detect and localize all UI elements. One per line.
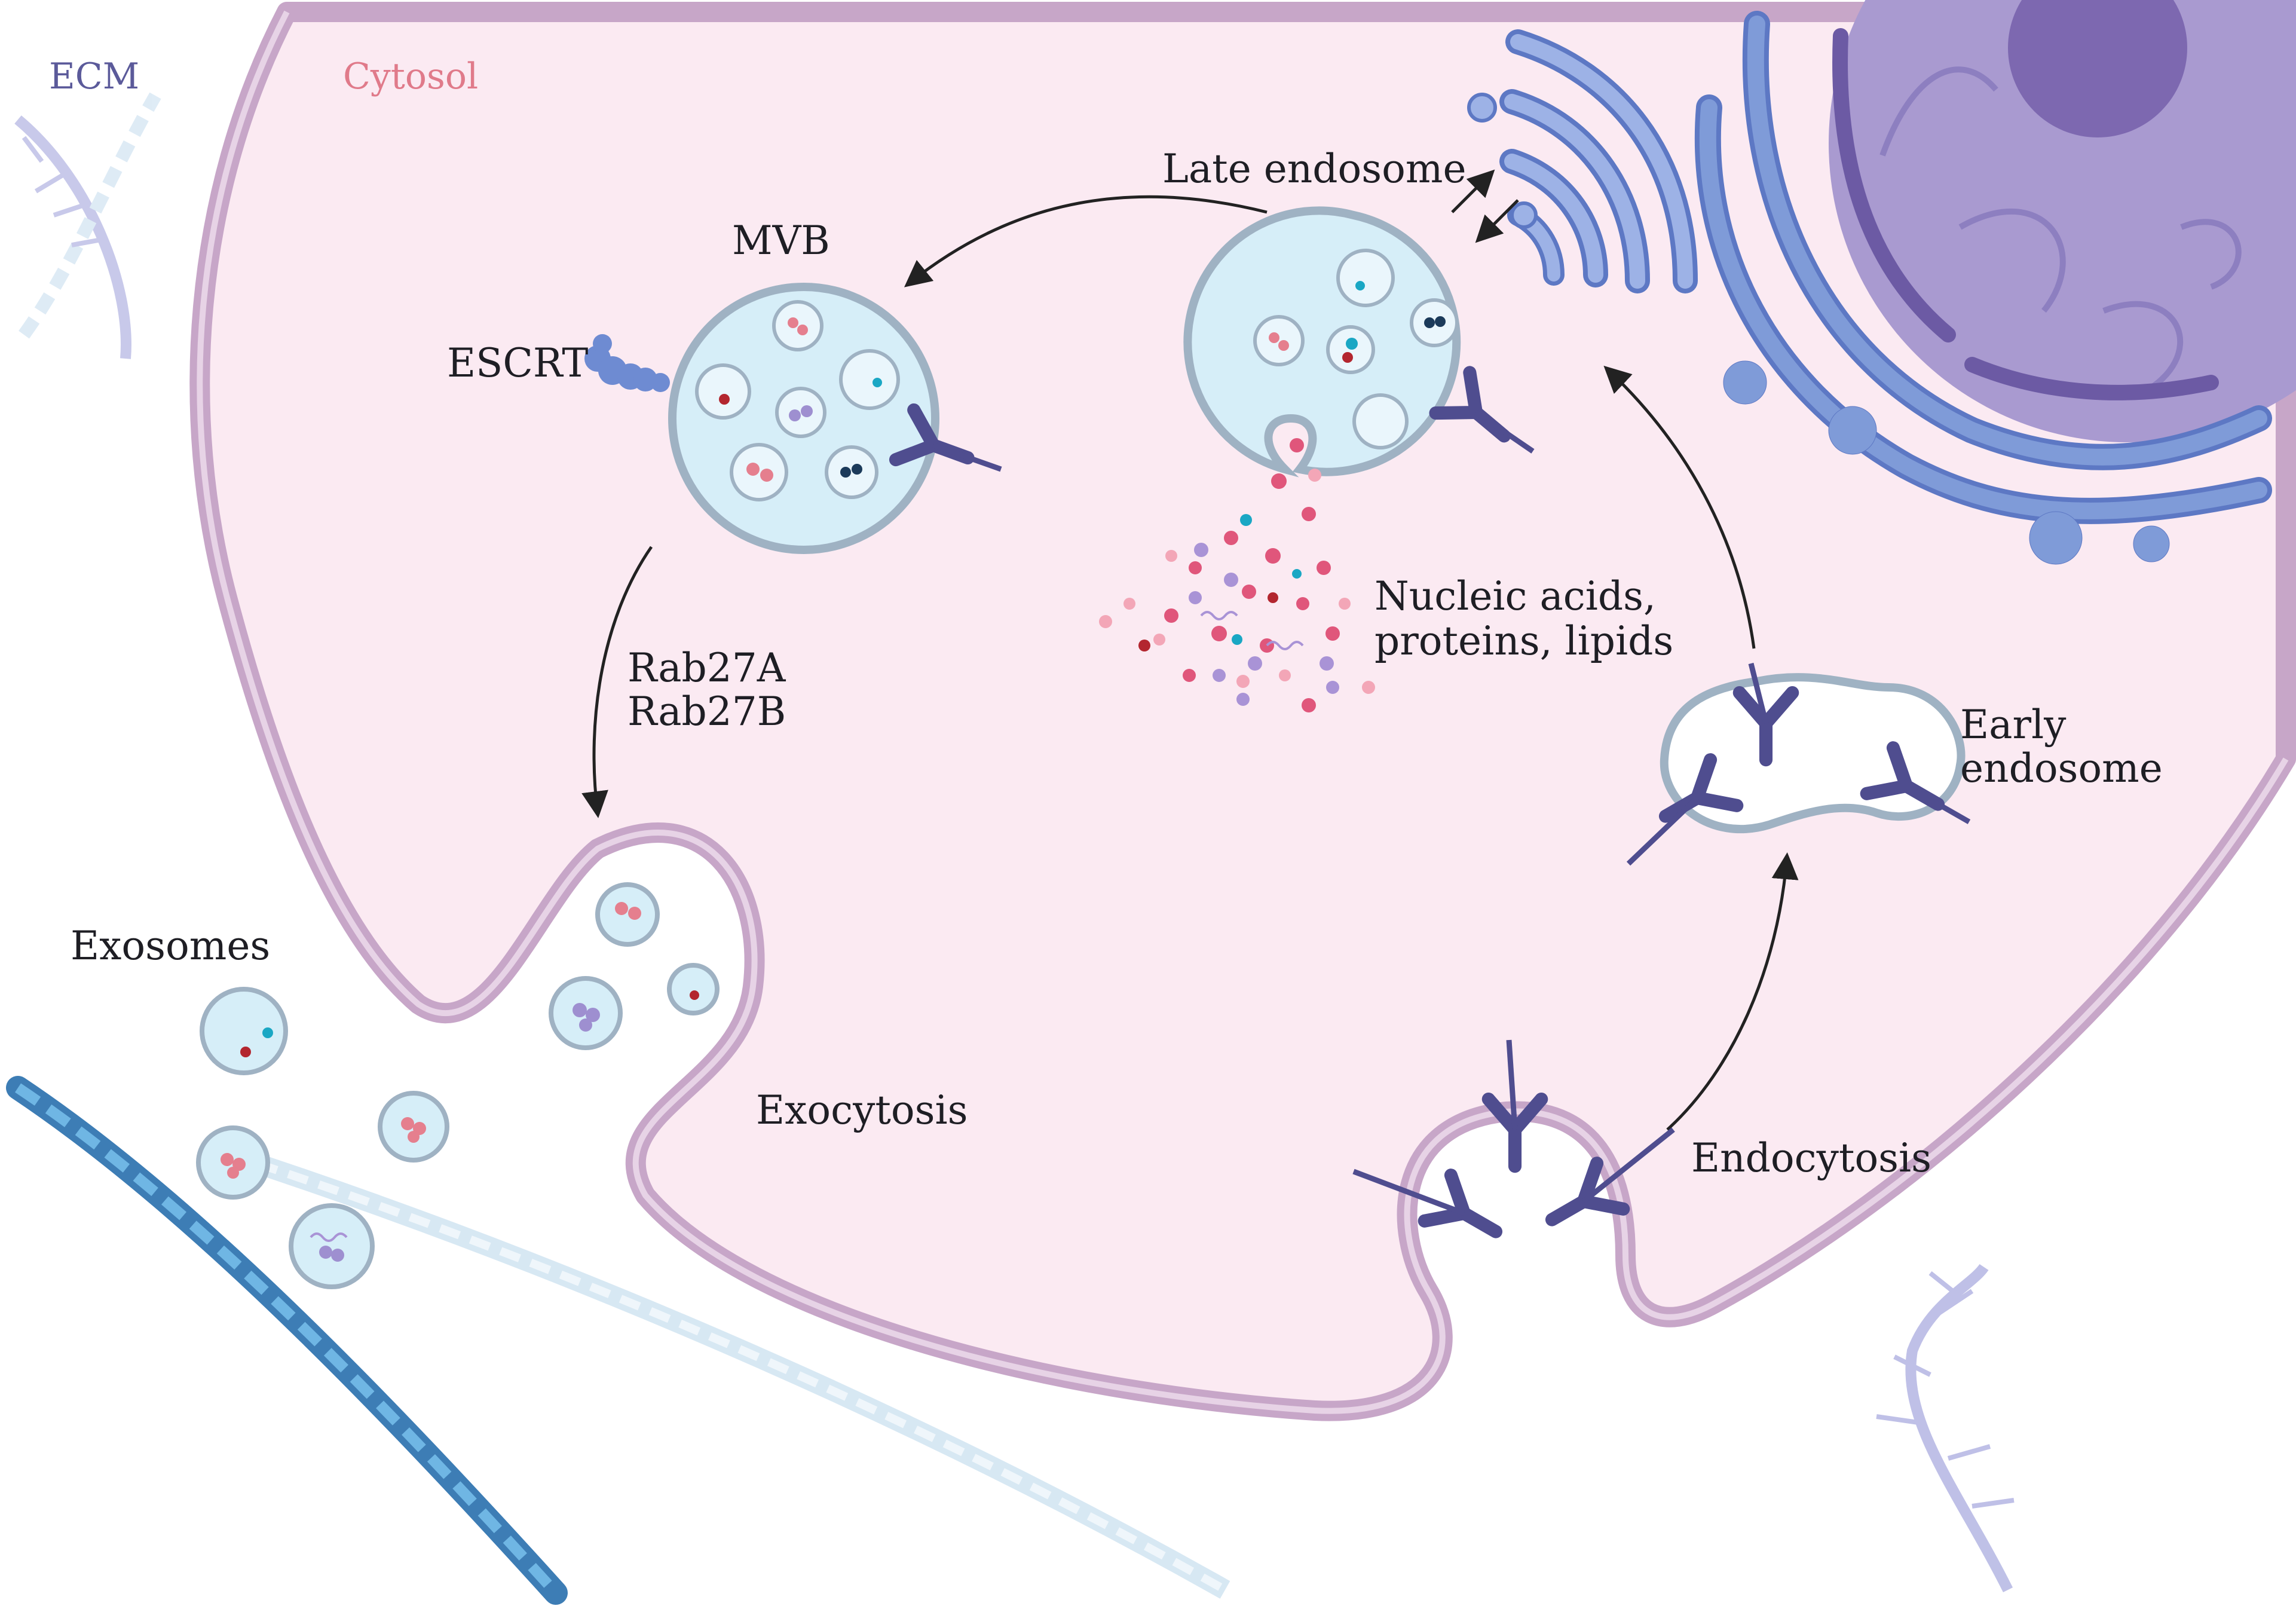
label-exocytosis: Exocytosis	[756, 1087, 968, 1133]
collagen-fiber-icon	[14, 92, 161, 359]
mvb-vesicle	[668, 283, 1002, 554]
cargo-particles	[1099, 438, 1375, 712]
late-endosome-vesicle	[1183, 206, 1535, 478]
arrow-late-to-mvb	[904, 195, 1268, 287]
nucleus-icon	[1829, 0, 2296, 442]
label-early-line2: endosome	[1960, 745, 2163, 791]
arrow-endo-to-early	[1666, 852, 1799, 1131]
label-escrt: ESCRT	[447, 340, 588, 386]
labels: ECM Cytosol Late endosome MVB ESCRT Nucl…	[49, 56, 2163, 1181]
escrt-complex-icon	[584, 334, 670, 392]
endocytosis-receptors	[1352, 1039, 1675, 1255]
label-exosomes: Exosomes	[71, 923, 270, 969]
label-endocytosis: Endocytosis	[1691, 1135, 1931, 1181]
label-mvb: MVB	[732, 218, 830, 264]
collagen-fiber-icon	[224, 1143, 1230, 1599]
released-exosomes	[196, 987, 449, 1289]
endoplasmic-reticulum-icon	[1694, 11, 2272, 565]
label-rab-line1: Rab27A	[627, 645, 786, 691]
label-late-endosome: Late endosome	[1162, 146, 1467, 192]
label-early-line1: Early	[1960, 702, 2067, 748]
ecm-fibers	[6, 92, 2015, 1605]
nucleolus	[2008, 0, 2187, 137]
label-rab-line2: Rab27B	[627, 689, 786, 735]
collagen-fiber-icon	[1876, 1264, 2015, 1593]
arrow-late-to-golgi	[1451, 169, 1495, 213]
golgi-apparatus-icon	[1467, 29, 1698, 293]
label-cargo-line1: Nucleic acids,	[1374, 573, 1656, 619]
budding-exosomes	[549, 882, 720, 1050]
plasma-membrane-inner	[197, 10, 2289, 1414]
collagen-fiber-icon	[6, 1076, 568, 1605]
early-endosome-vesicle	[1626, 662, 1971, 866]
arrow-early-to-late	[1603, 365, 1756, 649]
arrow-mvb-to-membrane	[581, 546, 653, 818]
arrow-golgi-to-late	[1475, 199, 1519, 243]
label-ecm: ECM	[49, 56, 139, 97]
pathway-arrows	[581, 169, 1799, 1131]
label-cytosol: Cytosol	[343, 56, 478, 97]
label-cargo-line2: proteins, lipids	[1374, 618, 1673, 664]
